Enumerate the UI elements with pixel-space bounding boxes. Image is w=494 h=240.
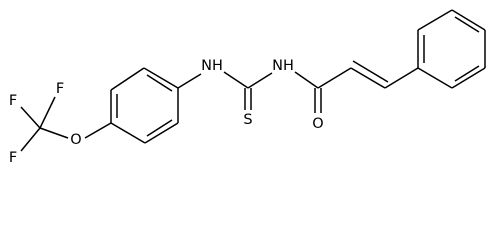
bond-c-o-ether (39, 127, 69, 139)
ring-b-bond-5 (451, 67, 486, 89)
bond-co-alkene (317, 67, 352, 89)
atom-f-3: F (9, 150, 17, 166)
atom-nh-acyl: NH (272, 58, 294, 74)
ring-a-bond-2 (110, 67, 145, 91)
atom-f-2: F (56, 81, 64, 97)
ring-a-double-3 (146, 119, 173, 137)
bond-nh-cs (223, 71, 249, 89)
bond-alkene-2 (352, 60, 389, 83)
bond-c-f1 (20, 106, 41, 129)
bond-alkene-ring (384, 67, 419, 89)
bond-ring-nh (177, 73, 202, 89)
molecule-structure-diagram: F F F O NH NH S O (9, 9, 486, 166)
bond-alkene-1 (350, 67, 386, 89)
ring-b-double-3 (454, 65, 480, 82)
ring-a-bond-5 (144, 122, 179, 144)
bond-c-f3 (20, 127, 41, 152)
bond-nh-co (294, 71, 319, 89)
bonds (20, 9, 486, 152)
atom-s: S (243, 112, 252, 128)
atom-labels: F F F O NH NH S O (9, 58, 324, 166)
ring-a-double-2 (146, 74, 173, 92)
bond-cs-nh (247, 72, 273, 89)
ring-b-bond-2 (417, 9, 453, 31)
atom-o-ether: O (70, 132, 81, 148)
ring-a-bond-3 (143, 67, 179, 89)
atom-o-carbonyl: O (312, 116, 323, 132)
bond-o-ring (84, 122, 112, 139)
atom-nh-aryl: NH (201, 58, 223, 74)
ring-b-bond-6 (417, 67, 453, 89)
ring-a-bond-6 (110, 122, 146, 144)
bond-c-f2 (39, 96, 56, 129)
ring-b-double-2 (454, 16, 480, 33)
atom-f-1: F (9, 93, 17, 109)
ring-b-bond-3 (451, 9, 486, 31)
